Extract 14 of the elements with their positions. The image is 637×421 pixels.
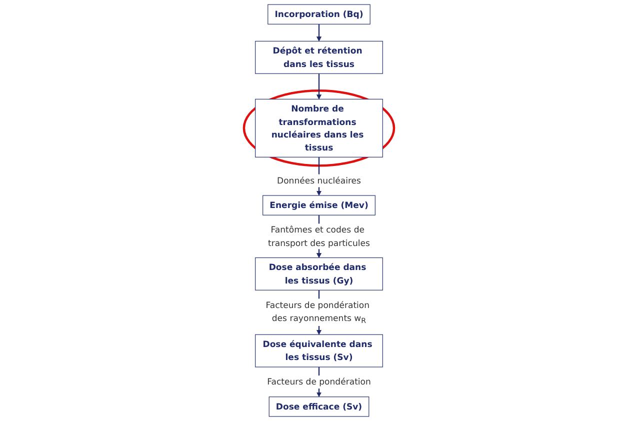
node-box: Energie émise (Mev) — [262, 195, 375, 216]
node-box: Dose efficace (Sv) — [268, 396, 369, 417]
edge-label: Fantômes et codes de transport des particules — [268, 224, 370, 248]
edge-label: Facteurs de pondération des rayonnements w$_{R}$ — [265, 300, 370, 325]
edge-label: Données nucléaires — [276, 175, 360, 186]
edge-label: Facteurs de pondération — [266, 376, 370, 387]
node-box: Dose absorbée dans les tissus (Gy) — [254, 257, 382, 290]
node-box: Dépôt et rétention dans les tissus — [254, 40, 382, 74]
arrow — [316, 74, 321, 100]
node-box: Dose équivalente dans les tissus (Sv) — [254, 334, 382, 368]
cluster — [242, 90, 395, 167]
node-box: Incorporation (Bq) — [267, 4, 370, 24]
arrow — [316, 24, 321, 42]
node-box: Nombre de transformations nucléaires dans les tissus — [254, 98, 382, 158]
